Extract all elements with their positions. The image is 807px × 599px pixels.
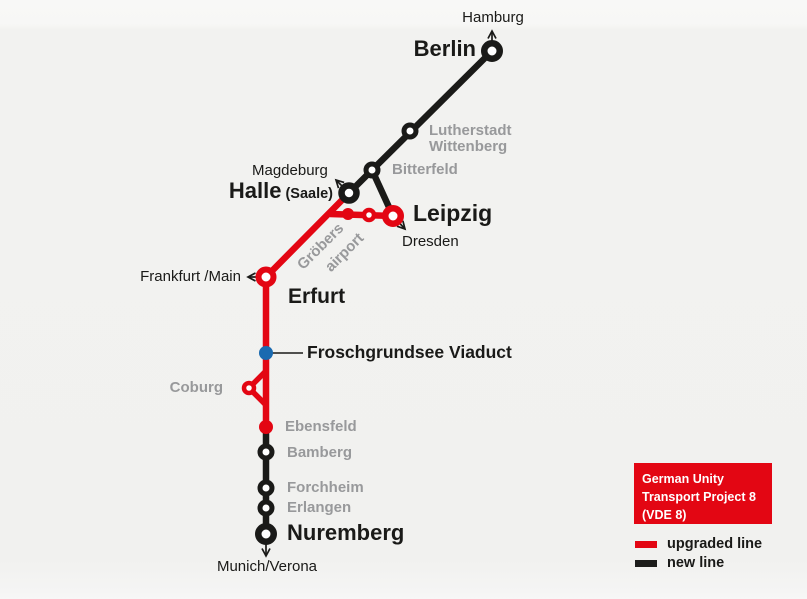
landmark-label-froschgrundsee: Froschgrundsee Viaduct bbox=[307, 342, 512, 362]
station-marker-airport bbox=[361, 207, 377, 223]
new-line-swatch bbox=[635, 559, 657, 567]
station-marker-erfurt bbox=[255, 266, 277, 288]
legend-title-line3: (VDE 8) bbox=[642, 508, 687, 522]
station-label-forchheim: Forchheim bbox=[287, 479, 364, 496]
station-marker-leipzig bbox=[382, 205, 404, 227]
legend-label-new-line: new line bbox=[667, 555, 725, 571]
destination-label-dresden: Dresden bbox=[402, 233, 459, 250]
station-marker-ebensfeld bbox=[259, 420, 273, 434]
legend-item-new-line: new line bbox=[635, 555, 724, 571]
legend-title-box: German Unity Transport Project 8 (VDE 8) bbox=[634, 463, 772, 524]
station-label-berlin: Berlin bbox=[413, 36, 476, 61]
station-label-nuremberg: Nuremberg bbox=[287, 520, 405, 545]
station-marker-bitterfeld bbox=[363, 161, 381, 179]
legend-label-upgraded-line: upgraded line bbox=[667, 536, 763, 552]
station-marker-forchheim bbox=[257, 479, 275, 497]
station-marker-erlangen bbox=[257, 499, 275, 517]
station-label-coburg: Coburg bbox=[169, 379, 223, 396]
station-label-ebensfeld: Ebensfeld bbox=[285, 418, 357, 435]
station-label-halle-main: Halle bbox=[228, 178, 282, 203]
destination-label-magdeburg: Magdeburg bbox=[252, 162, 328, 179]
legend-title-line2: Transport Project 8 bbox=[642, 490, 756, 504]
station-marker-bamberg bbox=[257, 443, 275, 461]
station-marker-nuremberg bbox=[255, 523, 277, 545]
station-label-halle: Halle(Saale) bbox=[229, 179, 333, 203]
station-marker-lutherstadt-wittenberg bbox=[401, 122, 419, 140]
destination-label-munich-verona: Munich/Verona bbox=[216, 558, 318, 575]
station-label-halle-suffix: (Saale) bbox=[285, 186, 333, 202]
station-label-lutherstadt-wittenberg: Lutherstadt Wittenberg bbox=[429, 122, 512, 156]
station-marker-halle bbox=[338, 182, 360, 204]
viaduct-marker-froschgrundsee bbox=[259, 346, 273, 360]
destination-label-frankfurt: Frankfurt /Main bbox=[140, 268, 241, 285]
station-label-leipzig: Leipzig bbox=[413, 200, 493, 226]
station-label-lutherstadt-line1: Lutherstadt bbox=[429, 122, 512, 139]
destination-label-hamburg: Hamburg bbox=[462, 9, 524, 26]
legend-title-line1: German Unity bbox=[642, 472, 724, 486]
station-label-lutherstadt-line2: Wittenberg bbox=[429, 138, 508, 156]
legend-item-upgraded-line: upgraded line bbox=[635, 536, 762, 552]
station-label-bitterfeld: Bitterfeld bbox=[392, 161, 458, 178]
station-label-bamberg: Bamberg bbox=[287, 444, 353, 461]
station-label-erfurt: Erfurt bbox=[288, 285, 346, 308]
station-label-erlangen: Erlangen bbox=[287, 499, 352, 516]
upgraded-line-swatch bbox=[635, 540, 657, 548]
station-marker-berlin bbox=[481, 40, 503, 62]
station-marker-coburg bbox=[241, 380, 257, 396]
station-marker-groebers bbox=[342, 208, 354, 220]
